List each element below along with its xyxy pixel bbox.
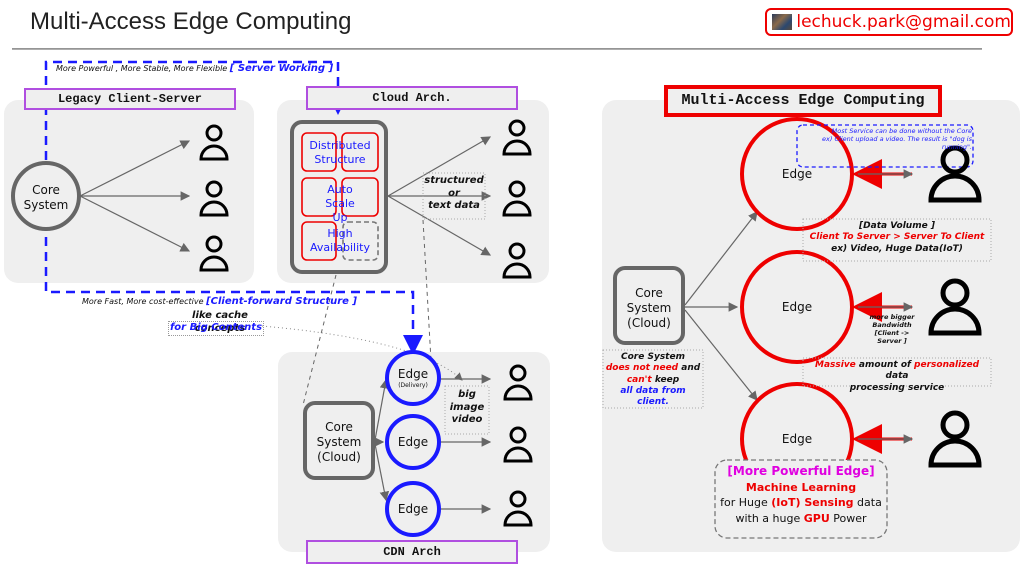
- cloud-cdn-connector: [422, 219, 436, 379]
- mec-core-node: [613, 266, 685, 345]
- core-note: Core System does not need and can't keep…: [605, 352, 701, 407]
- content-note-box: [444, 385, 490, 435]
- cache-note: like cache concepts: [192, 310, 248, 334]
- cdn-edge-label: Edge: [397, 502, 429, 516]
- cloud-container: [290, 120, 388, 274]
- avatar: [772, 14, 793, 30]
- author-email-badge[interactable]: lechuck.park@gmail.com: [765, 8, 1013, 36]
- massive-box: [802, 357, 992, 387]
- cdn-core-node: [303, 401, 375, 480]
- page-title: Multi-Access Edge Computing: [30, 8, 352, 35]
- author-email[interactable]: lechuck.park@gmail.com: [796, 12, 1011, 32]
- feature-box: [341, 132, 379, 172]
- cdn-edge-label: Edge: [397, 435, 429, 449]
- feature-autoscale: Auto Scale Up: [325, 183, 355, 224]
- cloud-arrow: [387, 195, 492, 256]
- feature-distributed: Distributed Structure: [309, 139, 371, 166]
- cloud-cdn-connector: [302, 274, 337, 406]
- massive-note: Massive amount of personalized data proc…: [814, 360, 980, 393]
- legacy-arrow: [79, 140, 191, 197]
- feature-box: [301, 177, 337, 217]
- powerful-edge-box: [714, 459, 888, 539]
- mec-edge-label: Edge: [781, 167, 813, 181]
- data-note-box: [422, 172, 486, 220]
- feature-box: [301, 132, 337, 172]
- data-volume-box: [802, 218, 992, 262]
- feature-ha: High Availability: [310, 227, 370, 254]
- cache-connector: [261, 325, 463, 381]
- mec-core-arrow: [684, 309, 758, 401]
- cdn-core-arrow: [374, 378, 390, 441]
- cdn-core-arrow: [374, 443, 390, 502]
- cdn-edge-node: [385, 481, 441, 537]
- server-working-note: More Powerful , More Stable, More Flexib…: [56, 63, 334, 74]
- cdn-edge-delivery: Edge(Delivery): [397, 367, 429, 389]
- mec-edge-label: Edge: [781, 432, 813, 446]
- data-volume-note: [Data Volume ] Client To Server > Server…: [809, 221, 985, 254]
- mec-core-arrow: [684, 211, 758, 306]
- cdn-label: CDN Arch: [306, 540, 518, 564]
- cdn-edge-node: [385, 414, 441, 470]
- powerful-edge-note: [More Powerful Edge] Machine Learning fo…: [720, 464, 882, 525]
- cloud-arrow: [387, 136, 492, 197]
- legacy-arrow: [79, 195, 191, 252]
- legacy-label: Legacy Client-Server: [24, 88, 236, 110]
- client-forward-note: More Fast, More cost-effective [Client-f…: [82, 296, 357, 307]
- header-divider: [12, 48, 982, 50]
- service-note-box: [796, 124, 974, 168]
- legacy-core-node: [11, 161, 81, 231]
- feature-box: [341, 177, 379, 217]
- feature-box: [301, 221, 337, 261]
- service-note: Most Service can be done without the Cor…: [822, 127, 972, 152]
- user-icon: [928, 145, 982, 468]
- user-icon: [199, 119, 533, 527]
- core-note-box: [602, 349, 704, 409]
- big-contents-note: for Big Contents: [168, 321, 264, 336]
- feature-box-empty: [342, 221, 379, 261]
- mec-label: Multi-Access Edge Computing: [664, 85, 942, 117]
- cloud-label: Cloud Arch.: [306, 86, 518, 110]
- mec-edge-label: Edge: [781, 300, 813, 314]
- cdn-edge-node: [385, 350, 441, 406]
- client-forward-path: [44, 222, 423, 355]
